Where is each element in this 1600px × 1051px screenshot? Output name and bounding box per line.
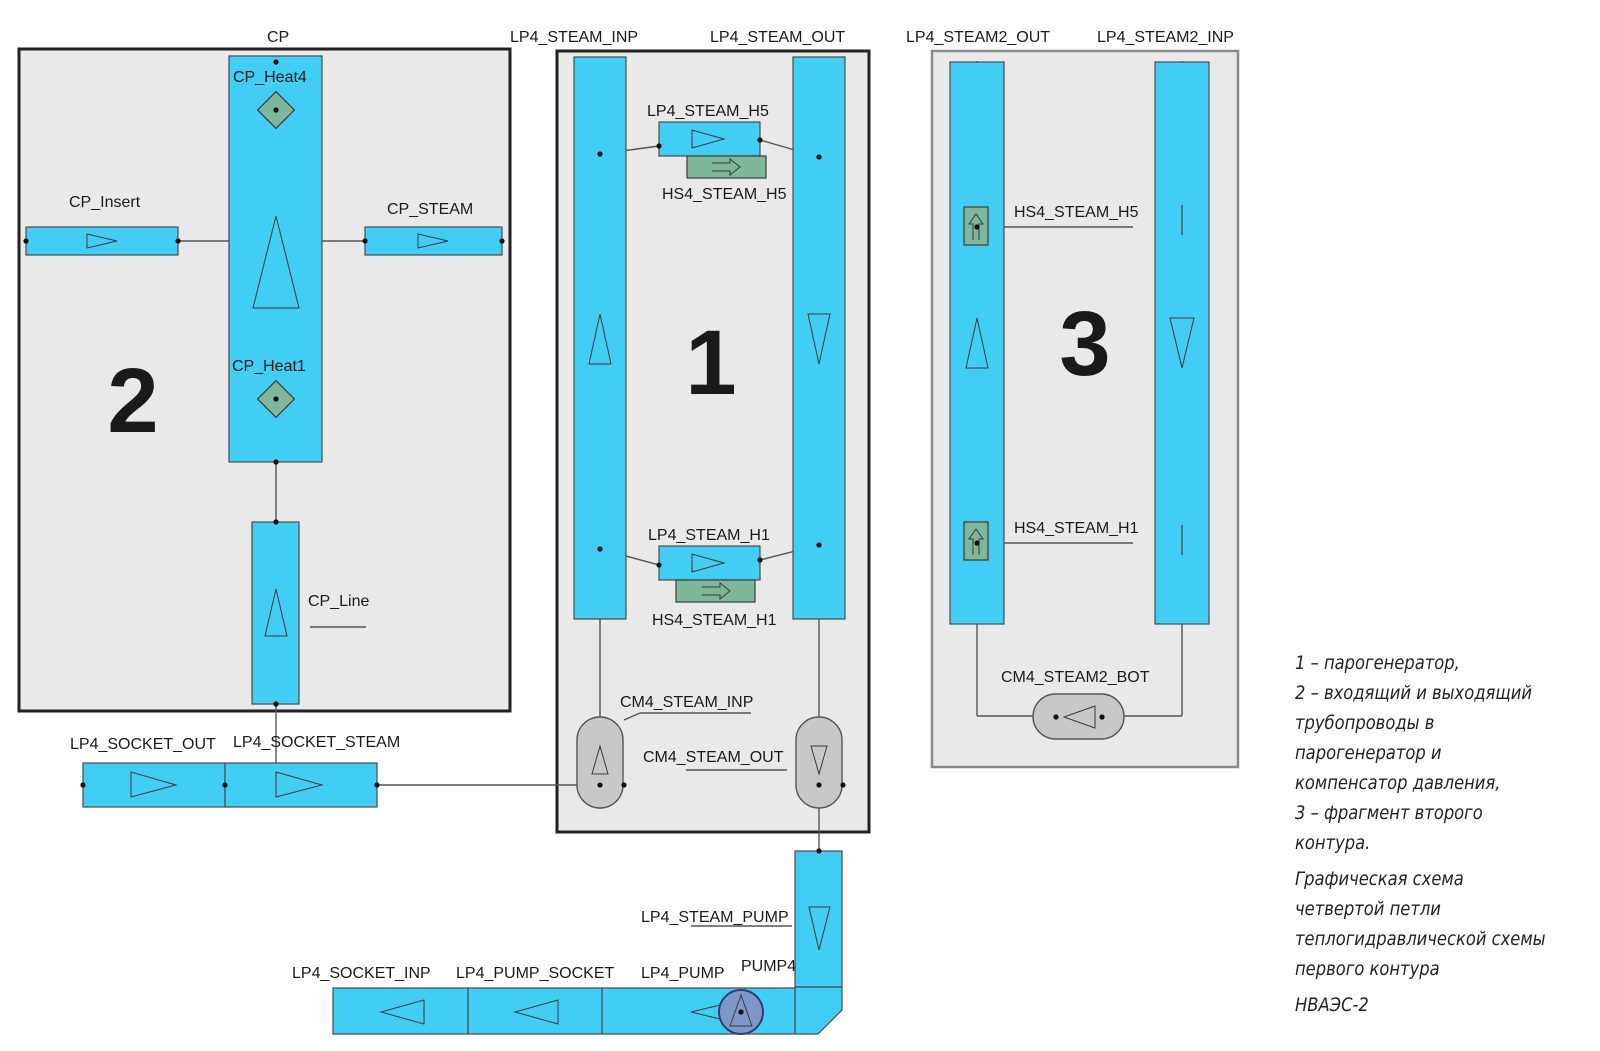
lp4-steam-pump-pipe[interactable] [794,850,843,988]
label-lp4-pump-socket: LP4_PUMP_SOCKET [456,965,615,982]
lp4-steam-h5-pipe[interactable] [658,121,761,157]
cp-insert-pipe[interactable] [25,226,179,256]
lp4-pump-pipe[interactable] [601,987,796,1035]
label-cp-steam: CP_STEAM [387,201,473,218]
label-lp4-steam-h5: LP4_STEAM_H5 [647,103,769,120]
hs4-steam-h5-secondary-arrow [968,213,984,240]
label-cm4-steam-inp: CM4_STEAM_INP [620,694,753,711]
label-pump4: PUMP4 [741,958,796,975]
label-hs4-steam-h5-secondary: HS4_STEAM_H5 [1014,204,1139,221]
lp4-socket-steam-arrow [275,771,324,798]
lp4-steam-h1-arrow [691,553,726,573]
lp4-steam-out-arrow [807,313,831,365]
lp4-socket-out-arrow [130,771,178,798]
lp4-steam-pump-arrow [808,906,831,951]
label-cp: CP [267,29,289,46]
cm4-steam2-bot-arrow [1062,705,1096,729]
legend-caption: Графическая схема четвертой петли теплог… [1295,868,1546,980]
cm4-steam-inp-arrow [591,744,609,775]
label-hs4-steam-h5: HS4_STEAM_H5 [662,186,787,203]
hs4-steam-h1-arrow [702,581,731,601]
lp4-socket-inp-arrow [379,999,425,1025]
cp-steam-pipe[interactable] [364,226,503,256]
label-lp4-socket-steam: LP4_SOCKET_STEAM [233,734,400,751]
hs4-steam-h1-secondary-arrow [968,528,984,555]
lp4-pump-elbow[interactable] [794,986,843,1035]
label-lp4-steam2-out: LP4_STEAM2_OUT [906,29,1050,46]
cm4-steam-out-arrow [810,745,828,776]
lp4-socket-steam-pipe[interactable] [224,762,378,808]
pump4-arrow [729,993,753,1027]
cp-line-pipe[interactable] [251,521,300,705]
zone-number-2: 2 [107,350,158,452]
cm4-steam2-bot-component[interactable] [1032,693,1125,740]
cp-line-arrow [264,588,288,637]
cp-insert-arrow [86,233,118,249]
junction-dots [23,59,1105,1015]
cm4-steam-inp-component[interactable] [576,716,624,809]
cp-steam-arrow [417,233,449,249]
label-lp4-steam-inp: LP4_STEAM_INP [510,29,638,46]
label-hs4-steam-h1-secondary: HS4_STEAM_H1 [1014,520,1139,537]
lp4-steam-inp-arrow [588,313,612,365]
label-lp4-steam-pump: LP4_STEAM_PUMP [641,909,789,926]
label-cp-line: CP_Line [308,593,369,610]
cp-flow-arrow [252,215,300,309]
label-cp-heat4: CP_Heat4 [233,69,307,86]
lp4-pump-socket-pipe[interactable] [467,987,603,1035]
legend-item-1: 1 – парогенератор, [1295,652,1460,674]
legend-caption-plant: НВАЭС-2 [1295,994,1369,1016]
label-lp4-socket-inp: LP4_SOCKET_INP [292,965,431,982]
label-lp4-pump: LP4_PUMP [641,965,725,982]
legend-item-3: 3 – фрагмент второго контура. [1295,802,1483,854]
label-cp-heat1: CP_Heat1 [232,358,306,375]
lp4-steam2-inp-arrow [1169,317,1195,369]
label-lp4-steam-out: LP4_STEAM_OUT [710,29,845,46]
lp4-steam2-out-arrow [965,317,989,369]
label-lp4-socket-out: LP4_SOCKET_OUT [70,736,216,753]
hs4-steam-h5-heat-structure[interactable] [686,155,767,179]
label-lp4-steam2-inp: LP4_STEAM2_INP [1097,29,1234,46]
hs4-steam-h5-arrow [712,157,741,177]
label-cm4-steam2-bot: CM4_STEAM2_BOT [1001,669,1150,686]
zone-number-1: 1 [685,312,736,414]
hs4-steam-h1-heat-structure[interactable] [675,579,756,603]
lp4-steam-h5-arrow [691,129,726,149]
zone-number-3: 3 [1059,293,1110,395]
legend-item-2: 2 – входящий и выходящий трубопроводы в … [1295,682,1532,794]
label-hs4-steam-h1: HS4_STEAM_H1 [652,612,777,629]
label-lp4-steam-h1: LP4_STEAM_H1 [648,527,770,544]
lp4-socket-inp-pipe[interactable] [332,987,469,1035]
lp4-pump-socket-arrow [513,999,559,1025]
legend: 1 – парогенератор, 2 – входящий и выходя… [1295,648,1553,1020]
lp4-steam-h1-pipe[interactable] [658,545,761,581]
label-cm4-steam-out: CM4_STEAM_OUT [643,749,784,766]
lp4-steam-out-pipe[interactable] [792,56,846,620]
label-cp-insert: CP_Insert [69,194,141,211]
lp4-socket-out-pipe[interactable] [82,762,226,808]
lp4-steam-inp-pipe[interactable] [573,56,627,620]
cm4-steam-out-component[interactable] [795,716,843,809]
